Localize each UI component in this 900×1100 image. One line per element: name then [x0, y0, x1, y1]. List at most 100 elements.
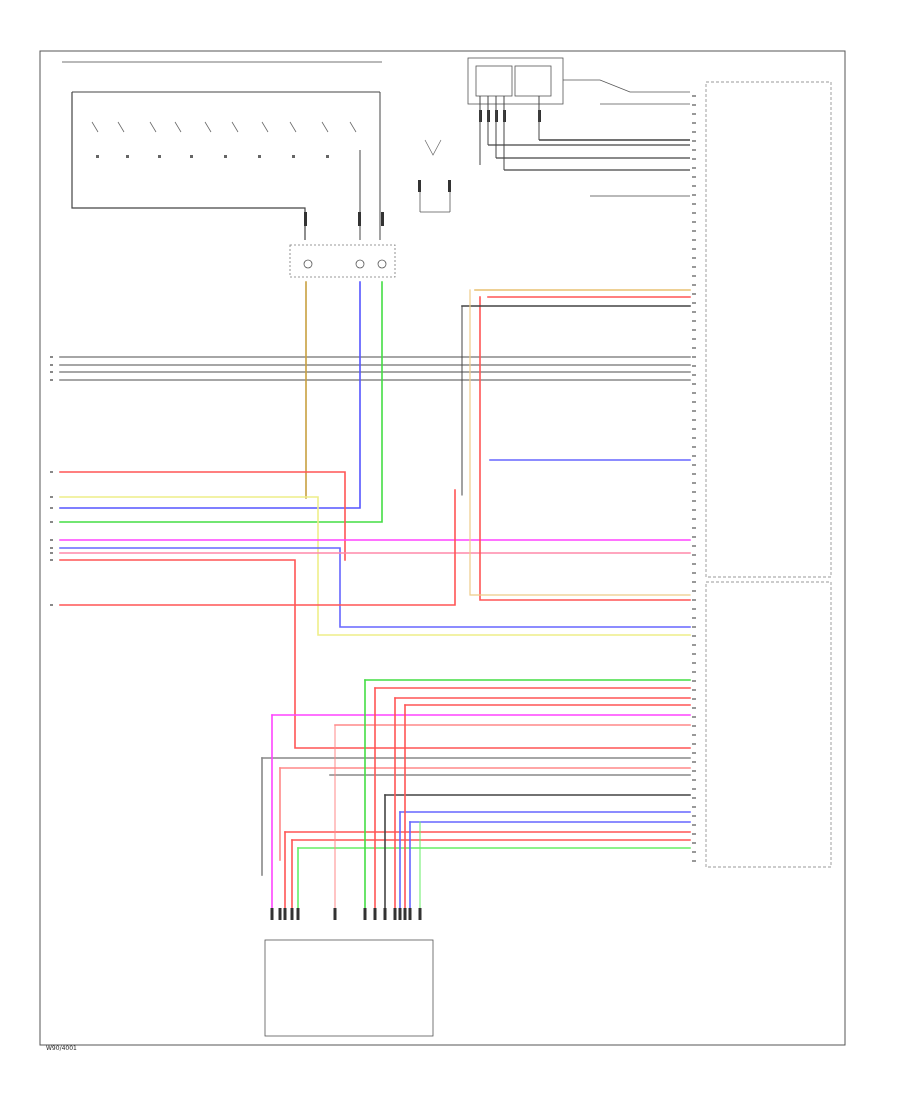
pin-marker — [692, 383, 696, 385]
connector-pin — [398, 908, 402, 920]
pin-marker — [692, 275, 696, 277]
pin-marker — [692, 203, 696, 205]
connector-pin — [383, 908, 387, 920]
pin-marker — [692, 95, 696, 97]
terminal-marker — [50, 552, 53, 554]
head-unit-connector-a — [705, 81, 832, 578]
switch-panel — [62, 61, 382, 240]
terminal-marker — [50, 559, 53, 561]
pin-column — [692, 95, 696, 862]
pin-marker — [692, 320, 696, 322]
pin-marker — [692, 329, 696, 331]
terminal-marker — [50, 521, 53, 523]
pin-marker — [692, 626, 696, 628]
pin-marker — [692, 482, 696, 484]
terminal-marker — [50, 371, 53, 373]
pin-marker — [692, 617, 696, 619]
pin-marker — [692, 518, 696, 520]
pin-marker — [692, 500, 696, 502]
pin-marker — [692, 824, 696, 826]
pin-marker — [692, 491, 696, 493]
pin-marker — [692, 779, 696, 781]
pin-marker — [692, 257, 696, 259]
pin-marker — [692, 581, 696, 583]
pin-marker — [692, 221, 696, 223]
pin-marker — [692, 554, 696, 556]
pin-marker — [692, 185, 696, 187]
pin-marker — [692, 770, 696, 772]
pin-marker — [692, 635, 696, 637]
connector-pin — [393, 908, 397, 920]
connector-pin — [283, 908, 287, 920]
pin-marker — [692, 734, 696, 736]
connector-pin — [270, 908, 274, 920]
pin-marker — [692, 266, 696, 268]
pin-marker — [692, 599, 696, 601]
bottom-connector — [264, 908, 434, 1037]
pin-marker — [692, 662, 696, 664]
pin-marker — [692, 608, 696, 610]
pin-marker — [692, 806, 696, 808]
pin-marker — [692, 761, 696, 763]
pin-marker — [692, 311, 696, 313]
pin-marker — [692, 464, 696, 466]
pin-marker — [692, 419, 696, 421]
pin-marker — [692, 446, 696, 448]
pin-marker — [692, 590, 696, 592]
pin-marker — [692, 401, 696, 403]
connector-pin — [290, 908, 294, 920]
pin-marker — [692, 509, 696, 511]
connector-pin — [333, 908, 337, 920]
terminal-marker — [50, 547, 53, 549]
pin-marker — [692, 122, 696, 124]
pin-marker — [692, 815, 696, 817]
pin-marker — [692, 140, 696, 142]
pin-marker — [692, 716, 696, 718]
terminal-marker — [50, 604, 53, 606]
connector-pin — [373, 908, 377, 920]
terminal-marker — [50, 539, 53, 541]
wire-harness — [59, 281, 691, 911]
terminal-marker — [50, 379, 53, 381]
connector-pin — [408, 908, 412, 920]
pin-marker — [692, 707, 696, 709]
pin-marker — [692, 158, 696, 160]
connector-pin — [363, 908, 367, 920]
pin-marker — [692, 536, 696, 538]
pin-marker — [692, 293, 696, 295]
pin-marker — [692, 167, 696, 169]
pin-marker — [692, 230, 696, 232]
terminal-marker — [50, 471, 53, 473]
pin-marker — [692, 194, 696, 196]
connector-block — [289, 212, 396, 278]
pin-marker — [692, 428, 696, 430]
connector-pin — [403, 908, 407, 920]
pin-marker — [692, 743, 696, 745]
pin-marker — [692, 365, 696, 367]
switch-component — [418, 139, 451, 213]
pin-marker — [692, 860, 696, 862]
pin-marker — [692, 212, 696, 214]
pin-marker — [692, 644, 696, 646]
connector-pin — [278, 908, 282, 920]
pin-marker — [692, 653, 696, 655]
pin-marker — [692, 563, 696, 565]
terminal-marker — [50, 356, 53, 358]
pin-marker — [692, 527, 696, 529]
pin-marker — [692, 131, 696, 133]
pin-marker — [692, 473, 696, 475]
pin-marker — [692, 248, 696, 250]
pin-marker — [692, 176, 696, 178]
pin-marker — [692, 842, 696, 844]
pin-marker — [692, 347, 696, 349]
pin-marker — [692, 698, 696, 700]
pin-marker — [692, 689, 696, 691]
pin-marker — [692, 752, 696, 754]
pin-marker — [692, 833, 696, 835]
pin-marker — [692, 572, 696, 574]
pin-marker — [692, 410, 696, 412]
connector-pin — [418, 908, 422, 920]
pin-marker — [692, 284, 696, 286]
pin-marker — [692, 302, 696, 304]
